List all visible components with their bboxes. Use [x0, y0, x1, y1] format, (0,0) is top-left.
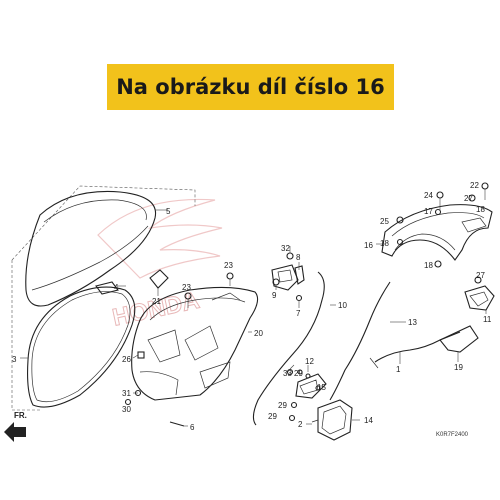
- callout-18-top: 18: [476, 205, 485, 214]
- callout-2: 2: [298, 420, 303, 429]
- callout-27: 27: [476, 271, 485, 280]
- direction-label: FR.: [14, 411, 27, 420]
- luggage-box: [131, 286, 259, 401]
- front-direction-indicator: FR.: [4, 411, 27, 442]
- rod-6: [169, 421, 185, 427]
- callout-22: 22: [470, 181, 479, 190]
- callout-23-upper: 23: [224, 261, 233, 270]
- callout-13: 13: [408, 318, 417, 327]
- callout-25: 25: [380, 217, 389, 226]
- seat-pad: [95, 281, 119, 295]
- seat-seal: [27, 286, 136, 408]
- carrier-bolts: [396, 182, 489, 268]
- seat-group-outline: [11, 185, 196, 411]
- seat-cable: [252, 271, 325, 426]
- opener-cable: [329, 281, 391, 401]
- latch-11: [464, 276, 495, 311]
- wire-harness: [374, 331, 461, 363]
- seat-lock-assembly: [271, 246, 305, 308]
- callout-1: 1: [396, 365, 401, 374]
- clip-26: [137, 351, 145, 359]
- callout-29-upper: 29: [294, 369, 303, 378]
- callout-8: 8: [296, 253, 301, 262]
- callout-29-lower: 29: [268, 412, 277, 421]
- callout-27-upper: 27: [464, 194, 473, 203]
- callout-4: 4: [114, 283, 119, 292]
- callout-3: 3: [12, 355, 17, 364]
- callout-5: 5: [166, 207, 171, 216]
- callout-33: 33: [283, 369, 292, 378]
- callout-18-left: 18: [380, 239, 389, 248]
- banner-text: Na obrázku díl číslo 16: [116, 75, 385, 99]
- screw-30: [124, 398, 132, 406]
- latch-assembly: [286, 368, 353, 441]
- highlight-banner: Na obrázku díl číslo 16: [107, 64, 394, 110]
- callout-10: 10: [338, 301, 347, 310]
- callout-7: 7: [296, 309, 301, 318]
- callout-9: 9: [272, 291, 277, 300]
- callout-14: 14: [364, 416, 373, 425]
- callout-15: 15: [317, 383, 326, 392]
- callout-19: 19: [454, 363, 463, 372]
- bracket-19: [439, 325, 479, 353]
- callout-32: 32: [281, 244, 290, 253]
- watermark-text: HONDA: [110, 287, 202, 332]
- callout-16: 16: [364, 241, 373, 250]
- callout-20: 20: [254, 329, 263, 338]
- callout-30: 30: [122, 405, 131, 414]
- callout-23-lower: 23: [182, 283, 191, 292]
- seat-clip: [149, 269, 169, 289]
- bolt-23: [184, 272, 234, 308]
- callout-21: 21: [152, 297, 161, 306]
- callout-12: 12: [305, 357, 314, 366]
- callout-26: 26: [122, 355, 131, 364]
- callout-24: 24: [424, 191, 433, 200]
- callout-6: 6: [190, 423, 195, 432]
- callout-17: 17: [424, 207, 433, 216]
- callout-11: 11: [483, 315, 492, 324]
- callout-labels: 5 4 3 21 23 23 20 26 31 30 6 32 8 9 7 10…: [12, 181, 492, 432]
- callout-31: 31: [122, 389, 131, 398]
- seat-cushion: [25, 190, 157, 307]
- diagram-code: K0R7F2400: [436, 432, 469, 438]
- callout-29-middle: 29: [278, 401, 287, 410]
- rear-carrier: [381, 204, 493, 261]
- callout-18-right: 18: [424, 261, 433, 270]
